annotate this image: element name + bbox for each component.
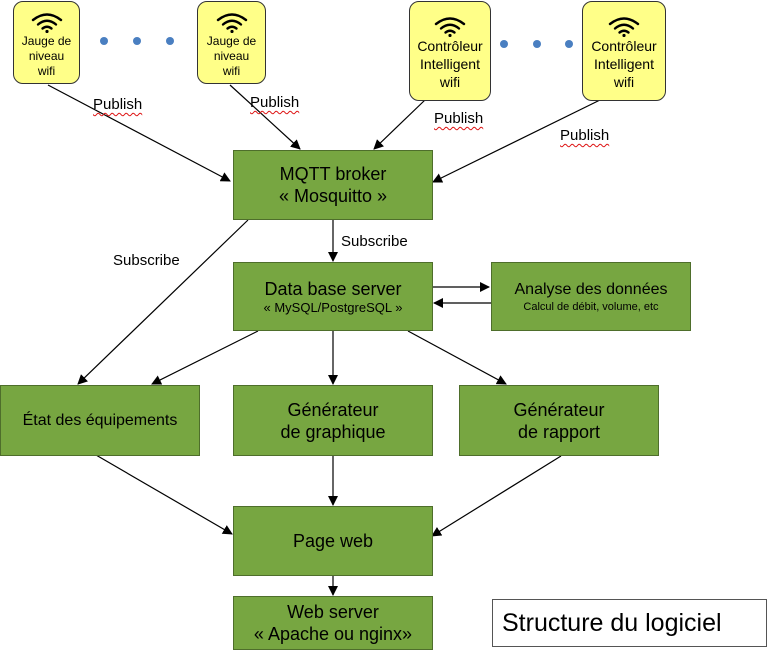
arrow-equipment-state-to-webpage: [95, 454, 233, 535]
subscribe-label: Subscribe: [341, 233, 408, 250]
publish-label: Publish: [250, 94, 300, 111]
controller-label-line-1: Contrôleur: [417, 38, 483, 54]
graph-generator-line-2: de graphique: [280, 421, 386, 442]
gauge-label-line-3: wifi: [222, 64, 241, 78]
controller-label-line-1: Contrôleur: [591, 38, 657, 54]
gauge-label-line-3: wifi: [37, 64, 56, 78]
wifi-icon: [216, 13, 247, 33]
arrow-gauge2-to-mqtt: [229, 84, 301, 150]
webpage-title: Page web: [292, 531, 374, 551]
publish-label: Publish: [560, 127, 610, 144]
database-server-node: Data base server « MySQL/PostgreSQL »: [233, 262, 433, 331]
webserver-subtitle: « Apache ou nginx»: [253, 624, 413, 644]
graph-generator-line-1: Générateur: [287, 399, 379, 420]
wifi-icon: [608, 17, 640, 37]
gauge-label-line-1: Jauge de: [21, 34, 72, 48]
report-generator-line-2: de rapport: [517, 421, 601, 442]
publish-label: Publish: [93, 96, 143, 113]
controller-label-line-3: wifi: [613, 74, 635, 90]
arrow-controller2-to-mqtt: [432, 99, 601, 183]
gauge-label-line-2: niveau: [213, 49, 250, 63]
ellipsis-dot: [133, 37, 141, 45]
mqtt-broker-node: MQTT broker « Mosquitto »: [233, 150, 433, 220]
data-analysis-title: Analyse des données: [514, 280, 668, 298]
ellipsis-dot: [166, 37, 174, 45]
gauge-node-1: Jauge de niveau wifi: [13, 1, 80, 84]
diagram-caption-box: Structure du logiciel: [492, 599, 767, 647]
controller-label-line-2: Intelligent: [420, 56, 480, 72]
database-server-subtitle: « MySQL/PostgreSQL »: [263, 299, 403, 315]
mqtt-broker-title: MQTT broker: [279, 164, 387, 184]
ellipsis-dot: [533, 40, 541, 48]
wifi-icon: [434, 17, 466, 37]
arrow-controller1-to-mqtt: [373, 99, 426, 150]
gauge-label-line-1: Jauge de: [206, 34, 257, 48]
arrow-mqtt-to-equipment-state: [77, 219, 249, 385]
gauge-node-2: Jauge de niveau wifi: [197, 1, 266, 84]
ellipsis-dot: [100, 37, 108, 45]
diagram-caption: Structure du logiciel: [502, 608, 722, 637]
controller-node-2: Contrôleur Intelligent wifi: [582, 1, 666, 101]
gauge-label-line-2: niveau: [28, 49, 65, 63]
database-server-title: Data base server: [264, 278, 402, 299]
webserver-title: Web server: [287, 602, 379, 622]
report-generator-line-1: Générateur: [513, 399, 605, 420]
wifi-icon: [31, 13, 62, 33]
data-analysis-subtitle: Calcul de débit, volume, etc: [523, 300, 659, 313]
report-generator-node: Générateur de rapport: [459, 385, 659, 456]
data-analysis-node: Analyse des données Calcul de débit, vol…: [491, 262, 691, 331]
arrow-database-to-report-generator: [407, 330, 507, 385]
controller-node-1: Contrôleur Intelligent wifi: [409, 1, 491, 101]
equipment-state-title: État des équipements: [22, 411, 178, 429]
arrow-gauge1-to-mqtt: [47, 84, 231, 182]
equipment-state-node: État des équipements: [0, 385, 200, 456]
arrow-report-generator-to-webpage: [431, 455, 562, 537]
subscribe-label: Subscribe: [113, 252, 180, 269]
mqtt-broker-subtitle: « Mosquitto »: [278, 186, 388, 206]
webpage-node: Page web: [233, 506, 433, 576]
controller-label-line-3: wifi: [439, 74, 461, 90]
ellipsis-dot: [500, 40, 508, 48]
publish-label: Publish: [434, 110, 484, 127]
controller-label-line-2: Intelligent: [594, 56, 654, 72]
ellipsis-dot: [565, 40, 573, 48]
arrow-database-to-equipment-state: [151, 330, 259, 385]
webserver-node: Web server « Apache ou nginx»: [233, 596, 433, 650]
graph-generator-node: Générateur de graphique: [233, 385, 433, 456]
